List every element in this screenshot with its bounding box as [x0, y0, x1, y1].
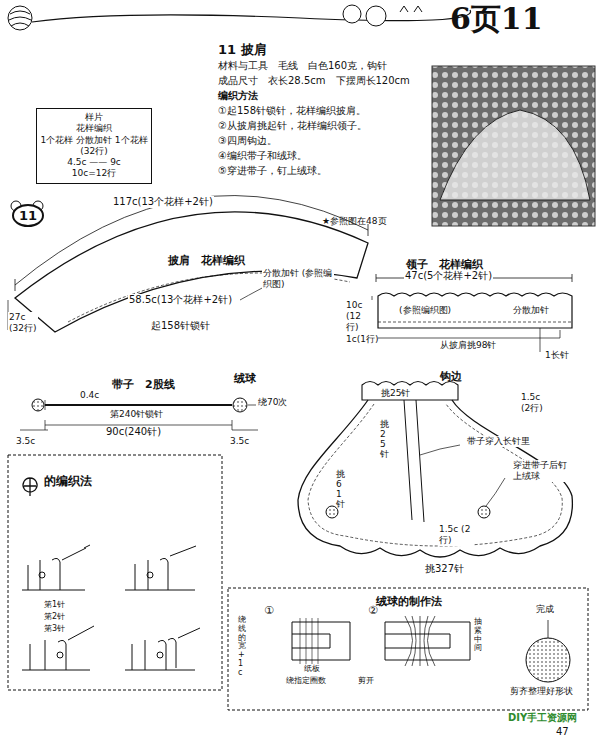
text-label: 穿进带子后钉上绒球	[512, 460, 574, 482]
text-label: ①起158针锁针，花样编织披肩。	[218, 105, 366, 117]
text-label: 剪开	[358, 676, 374, 686]
text-label: 1c(1行)	[346, 334, 378, 345]
box-text: 10c=12行	[39, 168, 149, 179]
text-label: 成品尺寸 衣长28.5cm 下摆周长120cm	[218, 75, 410, 87]
text-label: 117c(13个花样+2针)	[112, 196, 214, 208]
text-label: 3.5c	[16, 436, 35, 447]
text-label: 绕指定圈数	[286, 676, 326, 686]
text-label: 90c(240针)	[105, 426, 162, 438]
text-label: 抽紧中间	[474, 618, 482, 653]
text-label: 的编织法	[44, 474, 92, 488]
text-label: 47c(5个花样+2针)	[404, 270, 493, 282]
text-label: 1长针	[545, 350, 569, 361]
text-label: 带子 2股线	[112, 378, 175, 391]
text-label: 钩边	[440, 370, 462, 383]
text-label: 1.5c (2行)	[438, 524, 474, 546]
text-label: 带子穿入长针里	[466, 436, 531, 447]
text-label: 第3针	[44, 624, 65, 634]
text-label: (参照编织图)	[398, 305, 452, 316]
text-label: 挑327针	[425, 563, 464, 575]
box-text: 4.5c —— 9c	[39, 157, 149, 168]
text-label: 1.5c (2行)	[520, 392, 552, 414]
text-label: 10c (12行)	[345, 300, 373, 332]
figure-badge: 11	[12, 204, 44, 227]
text-label: 挑25针	[380, 388, 411, 399]
text-label: 第1针	[44, 600, 65, 610]
box-heading: 样片	[39, 112, 149, 123]
text-label: 挑25针	[380, 420, 389, 460]
text-label: 披肩 花样编织	[168, 254, 245, 267]
box-text: 11	[14, 208, 42, 223]
text-label: ⑤穿进带子，钉上绒球。	[218, 165, 327, 177]
box-text: 1个花样 分散加针 1个花样	[39, 135, 149, 146]
text-label: 编织方法	[218, 90, 258, 102]
text-label: 绒球	[234, 372, 256, 385]
text-label: ③四周钩边。	[218, 135, 277, 147]
text-label: ★参照图在48页	[322, 216, 387, 227]
text-label: ④编织带子和绒球。	[218, 150, 307, 162]
text-label: 47	[556, 726, 569, 738]
text-label: 绒球的制作法	[376, 595, 442, 608]
text-label: 27c (32行)	[8, 312, 38, 334]
text-label: 绕70次	[258, 397, 287, 408]
text-label: 0.4c	[80, 390, 99, 401]
text-label: 完成	[536, 604, 554, 615]
text-label: 纸板	[304, 664, 320, 674]
text-label: 挑61针	[336, 470, 345, 510]
text-label: 材料与工具 毛线 白色160克，钩针	[218, 60, 387, 72]
text-label: 第240针锁针	[110, 409, 163, 420]
text-label: 58.5c(13个花样+2针)	[128, 294, 233, 306]
text-label: ②从披肩挑起针，花样编织领子。	[218, 120, 367, 132]
text-label: 分散加针	[512, 305, 550, 316]
text-label: 3.5c	[230, 436, 249, 447]
pattern-title: 11 披肩	[218, 42, 267, 58]
box-text: 花样编织	[39, 123, 149, 134]
text-label: DIY手工资源网	[508, 712, 577, 724]
text-label: 剪齐整理好形状	[510, 686, 573, 697]
box-text: (32行)	[39, 146, 149, 157]
text-label: ②	[368, 604, 378, 617]
page-badge: 6页11	[450, 4, 543, 34]
text-label: 起158针锁针	[150, 320, 211, 332]
text-label: 从披肩挑98针	[440, 340, 496, 351]
gauge-box: 样片花样编织1个花样 分散加针 1个花样(32行)4.5c —— 9c10c=1…	[36, 108, 152, 184]
text-label: 第2针	[44, 612, 65, 622]
text-label: 绕线的宽+1c	[238, 616, 246, 678]
text-label: ①	[264, 604, 274, 617]
text-label: 分散加针 (参照编织图)	[262, 268, 334, 290]
